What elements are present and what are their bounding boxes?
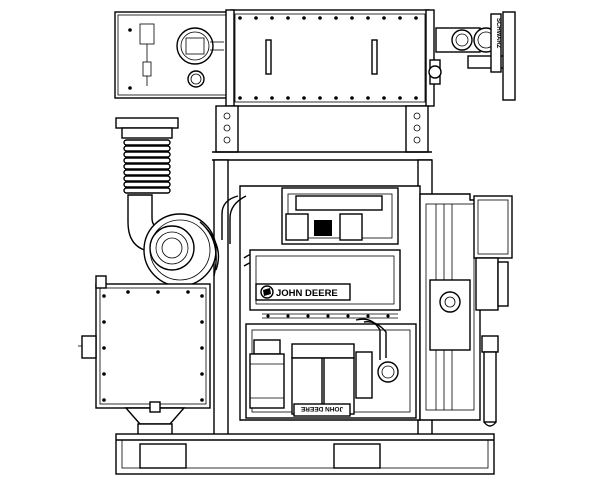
bellows-ring bbox=[123, 163, 171, 170]
alternator bbox=[473, 195, 513, 311]
bolt bbox=[366, 16, 370, 20]
bolt bbox=[398, 16, 402, 20]
bolt bbox=[238, 96, 242, 100]
bolt bbox=[270, 16, 274, 20]
bolt bbox=[326, 314, 330, 318]
bellows-ring bbox=[123, 175, 171, 182]
engine-brand-text: JOHN DEERE bbox=[276, 288, 338, 299]
fuel-filters: JOHN DEERE bbox=[291, 343, 373, 417]
bolt bbox=[302, 96, 306, 100]
flywheel-housing bbox=[419, 193, 481, 421]
filter-brand-text: JOHN DEERE bbox=[300, 405, 343, 412]
bolt bbox=[398, 96, 402, 100]
bolt bbox=[334, 16, 338, 20]
bolt bbox=[414, 16, 418, 20]
bolt bbox=[302, 16, 306, 20]
bolt bbox=[200, 346, 204, 350]
bolt bbox=[286, 96, 290, 100]
bolt bbox=[254, 96, 258, 100]
bolt bbox=[286, 16, 290, 20]
bolt bbox=[318, 16, 322, 20]
bolt bbox=[102, 294, 106, 298]
bellows-ring bbox=[123, 157, 171, 164]
oil-filter bbox=[249, 339, 285, 409]
bolt bbox=[366, 314, 370, 318]
inspection-cover bbox=[176, 27, 224, 88]
bolt bbox=[306, 314, 310, 318]
bellows-ring bbox=[123, 139, 171, 146]
bolt bbox=[318, 96, 322, 100]
bolt bbox=[266, 314, 270, 318]
top-control-panel bbox=[114, 11, 232, 99]
bellows-ring bbox=[123, 169, 171, 176]
bolt bbox=[156, 290, 160, 294]
bolt bbox=[200, 320, 204, 324]
right-valve-assembly: SCHWARZ bbox=[428, 11, 516, 101]
bolt bbox=[254, 16, 258, 20]
bolt bbox=[334, 96, 338, 100]
base-frame bbox=[115, 433, 495, 475]
bellows-ring bbox=[123, 181, 171, 188]
bolt bbox=[270, 96, 274, 100]
coolant-pipe bbox=[481, 335, 499, 427]
bolt bbox=[346, 314, 350, 318]
heat-exchanger-tank bbox=[225, 9, 435, 107]
bolt bbox=[186, 290, 190, 294]
bolt bbox=[200, 398, 204, 402]
turbocharger-outlet bbox=[143, 213, 220, 287]
bolt bbox=[382, 96, 386, 100]
bolt bbox=[200, 372, 204, 376]
bolt bbox=[366, 96, 370, 100]
bolt bbox=[238, 16, 242, 20]
bolt bbox=[102, 346, 106, 350]
bolt bbox=[286, 314, 290, 318]
air-cleaner-box bbox=[78, 275, 211, 437]
bolt bbox=[102, 372, 106, 376]
bellows-ring bbox=[123, 187, 171, 194]
bolt bbox=[102, 320, 106, 324]
bolt bbox=[126, 290, 130, 294]
bolt bbox=[386, 314, 390, 318]
bolt bbox=[414, 96, 418, 100]
bellows-ring bbox=[123, 151, 171, 158]
bolt bbox=[102, 398, 106, 402]
bolt bbox=[350, 96, 354, 100]
bolt bbox=[350, 16, 354, 20]
bolt bbox=[200, 294, 204, 298]
bellows-ring bbox=[123, 145, 171, 152]
valve-tag-text: SCHWARZ bbox=[495, 18, 501, 49]
bolt bbox=[382, 16, 386, 20]
